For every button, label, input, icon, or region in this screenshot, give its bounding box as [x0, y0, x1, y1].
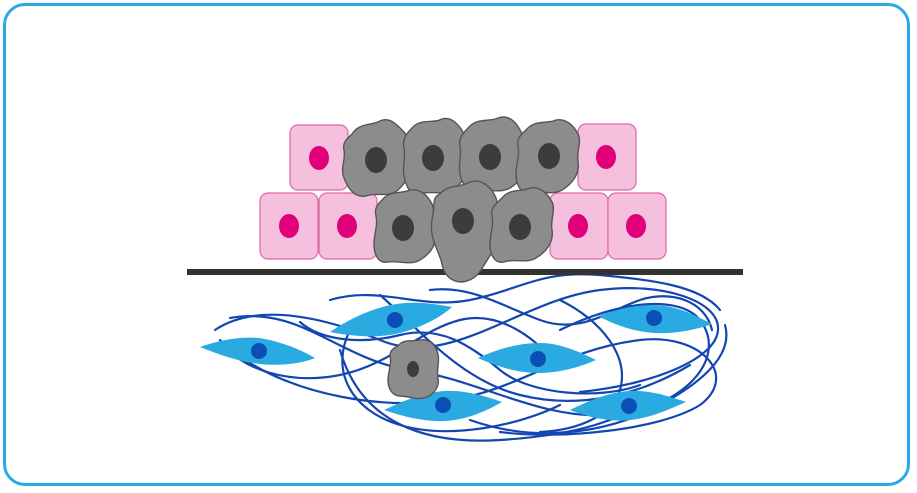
- fibroblast: [200, 337, 315, 365]
- epithelial-cell: [607, 192, 667, 260]
- epithelial-cell: [577, 123, 637, 191]
- ecm-fiber: [538, 298, 623, 434]
- tumor-cell: [458, 116, 526, 193]
- tumor-cell: [402, 117, 468, 195]
- ecm-fiber: [428, 288, 714, 332]
- fibroblast: [598, 305, 712, 334]
- fibroblast: [570, 390, 686, 421]
- tumor-cell: [489, 187, 555, 263]
- ecm-fiber: [341, 328, 562, 433]
- epithelial-cell: [259, 192, 319, 260]
- fibroblast: [330, 302, 452, 337]
- epithelial-cells: [259, 123, 667, 260]
- ecm-fiber: [328, 273, 722, 312]
- ecm-fiber: [378, 293, 692, 402]
- ecm-fiber: [243, 338, 718, 436]
- epithelial-cell: [289, 124, 349, 191]
- tumor-cell: [373, 189, 436, 264]
- invading-tumor-cell: [430, 180, 500, 283]
- tumor-cells: [341, 116, 581, 400]
- fibroblast: [478, 343, 596, 373]
- ecm-fiber: [213, 287, 720, 394]
- tumor-cell: [515, 119, 581, 194]
- ecm-fiber: [298, 320, 642, 395]
- invading-tumor-cell: [387, 339, 440, 400]
- epithelial-cell: [549, 192, 609, 260]
- tumor-cell: [341, 119, 412, 197]
- epithelial-cell: [318, 192, 378, 260]
